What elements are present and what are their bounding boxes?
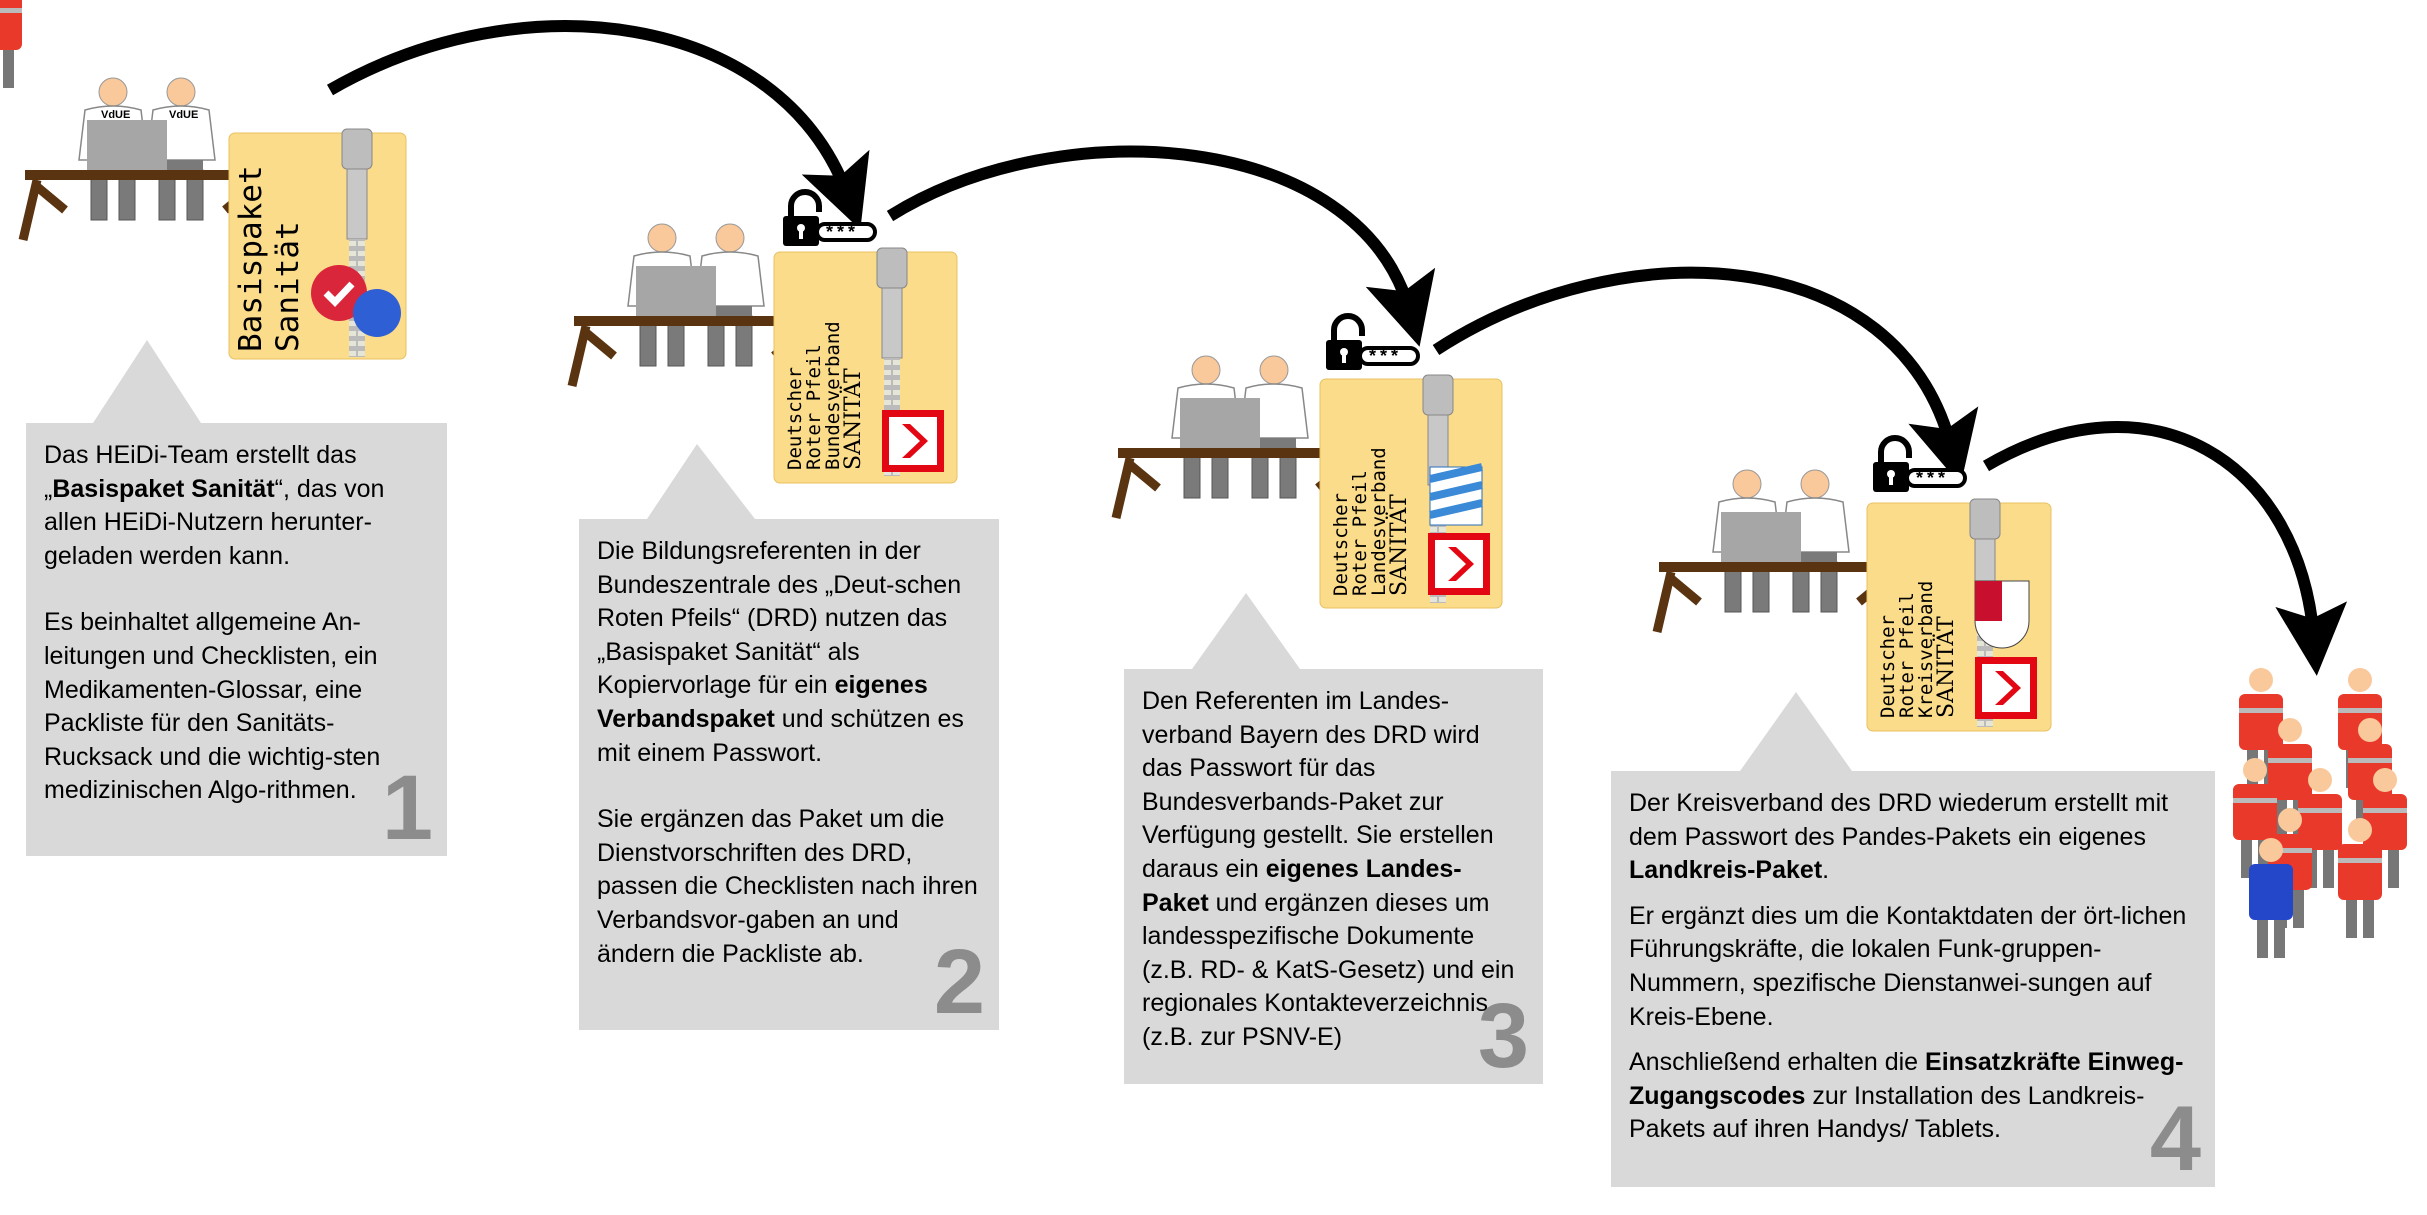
step-paragraph: Das HEiDi-Team erstellt das „Basispaket … <box>44 439 429 573</box>
callout-pointer-4 <box>1740 692 1852 771</box>
step-number: 1 <box>381 757 433 859</box>
step-paragraph: Den Referenten im Landes-verband Bayern … <box>1142 685 1525 1055</box>
step-box-2: Die Bildungsreferenten in der Bundeszent… <box>579 519 999 1030</box>
shirt-logo: VdUE <box>169 109 198 121</box>
drd-logo-icon <box>882 410 944 472</box>
bold-text: eigenes Verbandspaket <box>597 671 928 733</box>
folder-label-1: Basispaket Sanität <box>233 165 306 352</box>
folder-label-line: Sanität <box>270 221 306 352</box>
step-paragraph: Die Bildungsreferenten in der Bundeszent… <box>597 535 981 770</box>
bold-text: Basispaket Sanität <box>52 474 275 503</box>
password-mask: *** <box>1369 346 1403 366</box>
arrow-step-4-to-crowd <box>1982 421 2348 676</box>
step-box-4: Der Kreisverband des DRD wiederum erstel… <box>1611 771 2215 1187</box>
text: “, das von allen HEiDi-Nutzern herunter-… <box>44 474 385 570</box>
folder-label-line: Basispaket <box>233 165 269 352</box>
text: und ergänzen dieses um landesspezifische… <box>1142 888 1515 1051</box>
step-paragraph: Es beinhaltet allgemeine An-leitungen un… <box>44 606 429 808</box>
folder-label-3: Deutscher Roter Pfeil Landesverband SANI… <box>1330 447 1412 596</box>
step-number: 3 <box>1477 985 1529 1087</box>
folder-label-4: Deutscher Roter Pfeil Kreisverband SANIT… <box>1877 581 1959 718</box>
folder-label-line: SANITÄT <box>1387 494 1412 596</box>
text: . <box>1822 856 1830 885</box>
callout-pointer-1 <box>93 340 201 423</box>
folder-basispaket <box>228 128 407 360</box>
step-box-3: Den Referenten im Landes-verband Bayern … <box>1124 669 1543 1084</box>
arrow-step-1-to-2 <box>326 20 870 230</box>
text: und schützen es mit einem Passwort. <box>597 704 964 767</box>
text: Es beinhaltet allgemeine An-leitungen un… <box>44 608 381 805</box>
bold-text: Einsatzkräfte Einweg-Zugangscodes <box>1629 1048 2184 1110</box>
folder-bundesverband <box>773 247 958 484</box>
shirt-logo: VdUE <box>101 109 130 121</box>
folder-label-line: SANITÄT <box>1934 616 1959 718</box>
responders-crowd-icon <box>0 0 2407 958</box>
arrow-step-2-to-3 <box>886 145 1436 347</box>
text: Er ergänzt dies um die Kontaktdaten der … <box>1629 901 2187 1031</box>
step-number: 4 <box>2149 1088 2201 1190</box>
text: Das HEiDi-Team erstellt das „ <box>44 441 357 503</box>
folder-label-line: SANITÄT <box>841 368 866 470</box>
step-paragraph: Er ergänzt dies um die Kontaktdaten der … <box>1629 900 2197 1034</box>
siren-bubble-icon <box>353 289 401 337</box>
bold-text: Landkreis-Paket <box>1629 856 1823 885</box>
step-paragraph: Der Kreisverband des DRD wiederum erstel… <box>1629 787 2197 888</box>
text: Sie ergänzen das Paket um die Dienstvors… <box>597 805 978 968</box>
folder-label-2: Deutscher Roter Pfeil Bundesverband SANI… <box>784 321 866 470</box>
team-group-4 <box>1657 469 1901 632</box>
folder-landesverband <box>1319 374 1503 609</box>
step-paragraph: Sie ergänzen das Paket um die Dienstvors… <box>597 803 981 971</box>
text: Der Kreisverband des DRD wiederum erstel… <box>1629 789 2169 851</box>
step-box-1: Das HEiDi-Team erstellt das „Basispaket … <box>26 423 447 856</box>
text: Den Referenten im Landes-verband Bayern … <box>1142 687 1494 883</box>
text: zur Installation des Landkreis-Pakets au… <box>1629 1081 2145 1144</box>
drd-logo-icon <box>1975 657 2037 719</box>
bold-text: eigenes Landes-Paket <box>1142 854 1462 917</box>
text: Die Bildungsreferenten in der Bundeszent… <box>597 537 962 700</box>
arrow-step-3-to-4 <box>1432 266 1979 485</box>
team-group-1: VdUE VdUE <box>23 77 267 240</box>
password-mask: *** <box>826 222 860 242</box>
step-number: 2 <box>933 931 985 1033</box>
drd-logo-icon <box>1428 533 1490 595</box>
folder-kreisverband <box>1866 498 2052 732</box>
password-mask: *** <box>1916 468 1950 488</box>
callout-pointer-2 <box>647 444 755 519</box>
text: Anschließend erhalten die <box>1629 1048 1926 1077</box>
step-paragraph: Anschließend erhalten die Einsatzkräfte … <box>1629 1046 2197 1147</box>
callout-pointer-3 <box>1192 593 1300 669</box>
